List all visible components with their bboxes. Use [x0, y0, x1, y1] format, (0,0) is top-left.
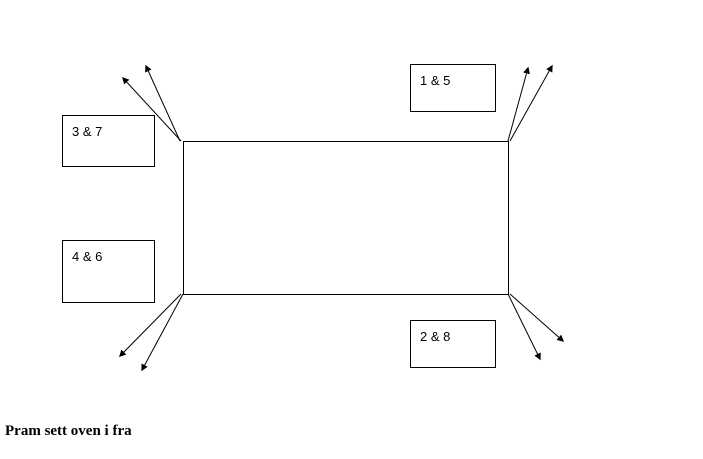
- pram-rectangle: [183, 141, 509, 295]
- arrow-group-bottom-left: [119, 293, 184, 372]
- arrow-bottom-left-inner: [141, 293, 184, 372]
- arrow-bottom-right-outer: [509, 293, 565, 342]
- arrow-top-left-inner: [145, 64, 181, 142]
- arrow-bottom-right-inner: [507, 293, 541, 361]
- arrow-top-left-outer: [122, 76, 182, 142]
- arrow-top-right-outer: [509, 64, 553, 142]
- label-box-2-8-text: 2 & 8: [420, 329, 451, 344]
- arrow-top-right-inner: [507, 66, 530, 142]
- diagram-caption: Pram sett oven i fra: [5, 423, 132, 439]
- arrow-group-bottom-right: [507, 293, 565, 361]
- label-box-2-8: 2 & 8: [410, 320, 496, 368]
- label-box-1-5: 1 & 5: [410, 64, 496, 112]
- label-box-4-6: 4 & 6: [62, 240, 155, 303]
- arrow-group-top-left: [122, 64, 182, 142]
- arrow-bottom-left-outer: [119, 293, 182, 357]
- label-box-3-7: 3 & 7: [62, 115, 155, 167]
- label-box-1-5-text: 1 & 5: [420, 73, 451, 88]
- label-box-4-6-text: 4 & 6: [72, 249, 103, 264]
- arrow-group-top-right: [507, 64, 553, 142]
- label-box-3-7-text: 3 & 7: [72, 124, 103, 139]
